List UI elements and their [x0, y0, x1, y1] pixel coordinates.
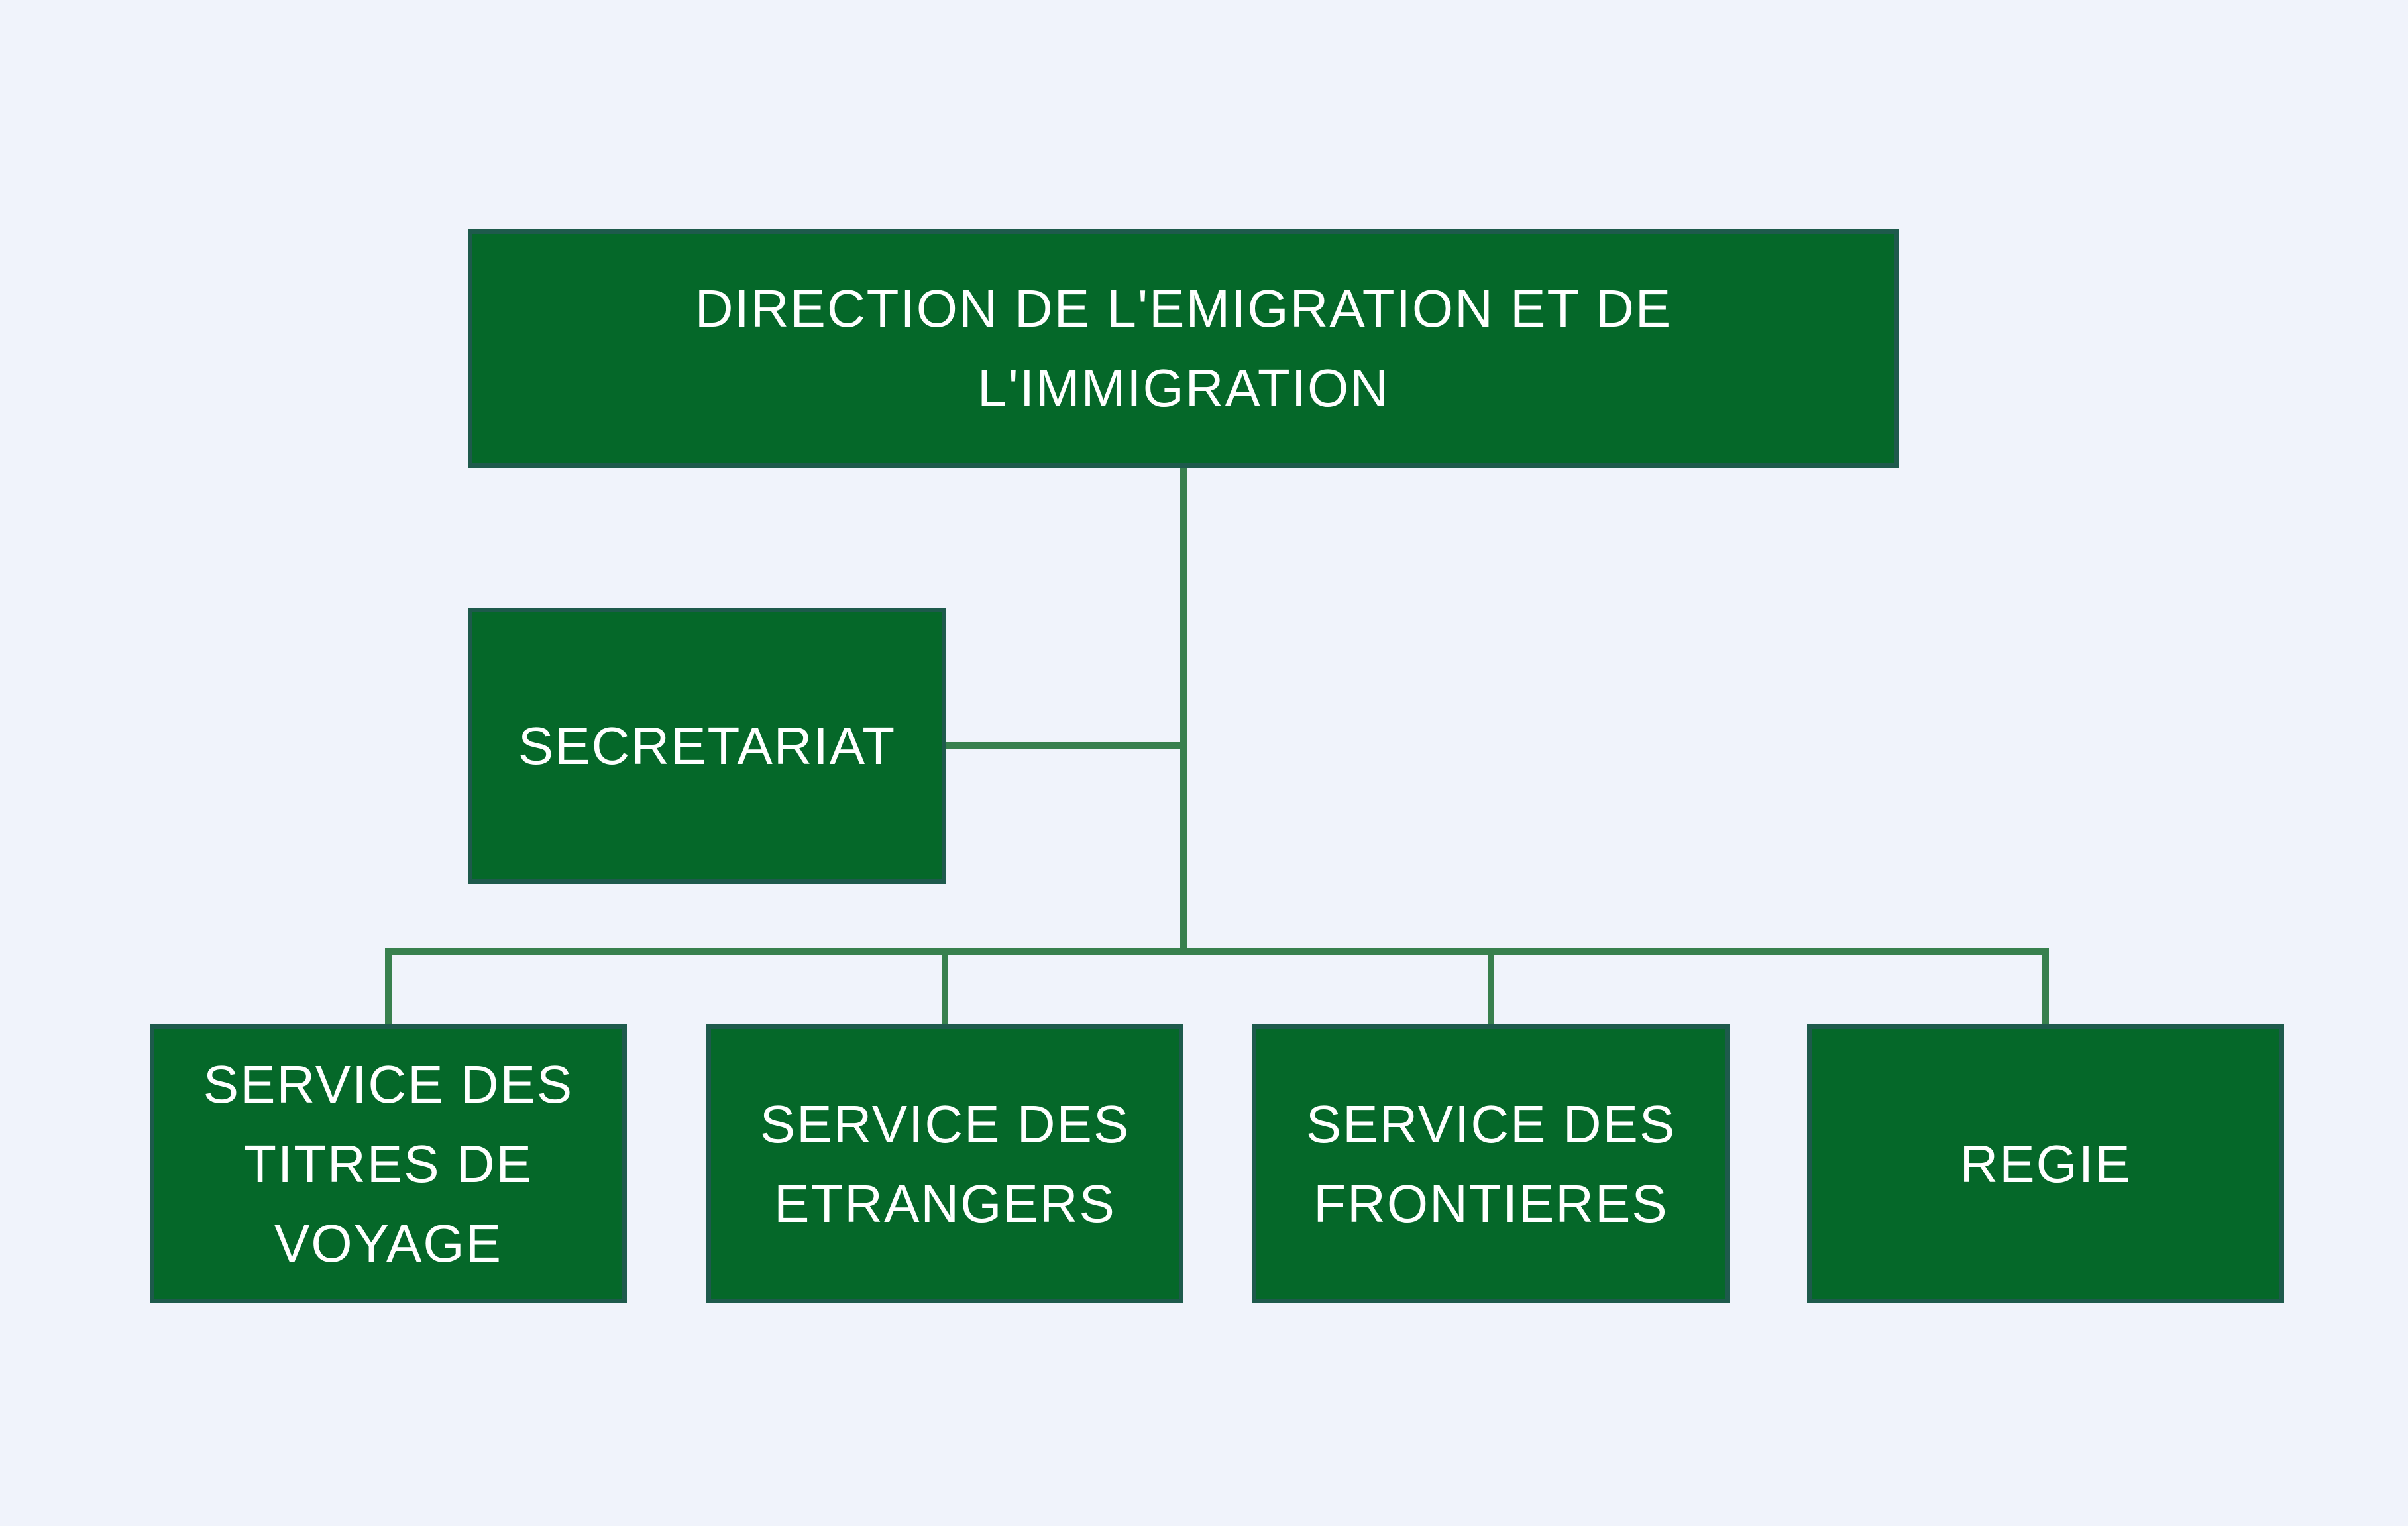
connector-root-trunk — [1180, 466, 1187, 955]
connector-stub-regie — [2042, 953, 2049, 1027]
connector-stub-etrangers — [942, 953, 948, 1027]
connector-stub-frontieres — [1488, 953, 1494, 1027]
org-node-service-etrangers-label: SERVICE DES ETRANGERS — [759, 1094, 1130, 1233]
org-node-regie: REGIE — [1807, 1024, 2284, 1303]
org-node-service-titres-de-voyage: SERVICE DES TITRES DE VOYAGE — [150, 1024, 627, 1303]
org-node-service-etrangers: SERVICE DES ETRANGERS — [706, 1024, 1183, 1303]
connector-secretariat-branch — [944, 742, 1183, 749]
org-node-secretariat-label: SECRETARIAT — [518, 716, 897, 775]
org-node-regie-label: REGIE — [1959, 1134, 2132, 1193]
connector-horizontal-bus — [385, 948, 2049, 955]
org-node-service-frontieres-label: SERVICE DES FRONTIERES — [1305, 1094, 1676, 1233]
org-node-direction: DIRECTION DE L'EMIGRATION ET DE L'IMMIGR… — [468, 229, 1899, 468]
org-node-direction-label: DIRECTION DE L'EMIGRATION ET DE L'IMMIGR… — [694, 279, 1672, 417]
org-node-service-frontieres: SERVICE DES FRONTIERES — [1252, 1024, 1730, 1303]
connector-stub-titres-de-voyage — [385, 953, 392, 1027]
org-node-secretariat: SECRETARIAT — [468, 608, 946, 884]
org-node-service-titres-de-voyage-label: SERVICE DES TITRES DE VOYAGE — [203, 1054, 574, 1273]
